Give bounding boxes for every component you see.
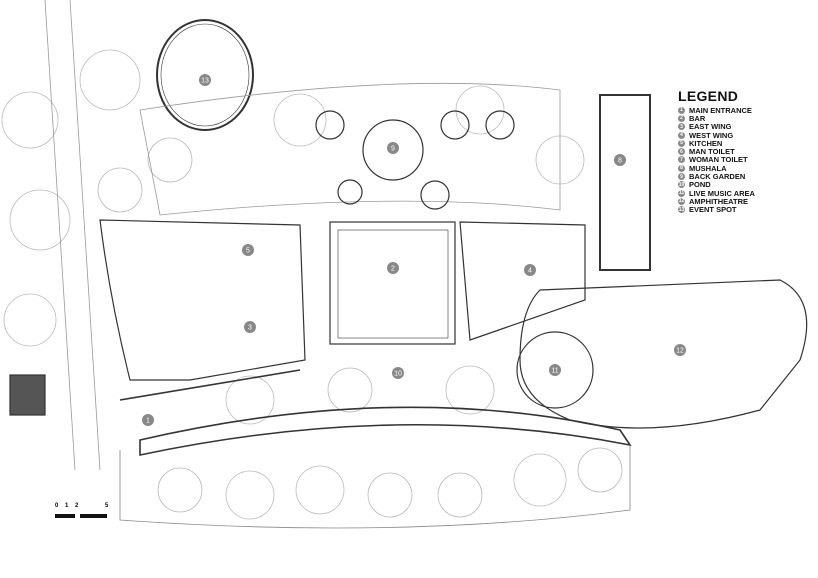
scale-tick: 0 bbox=[55, 503, 59, 509]
legend-number-icon: 12 bbox=[678, 197, 685, 205]
marker-label: 5 bbox=[246, 248, 250, 255]
legend-item: 9 BACK GARDEN bbox=[678, 172, 755, 182]
legend-number-icon: 11 bbox=[678, 189, 685, 197]
legend-number-icon: 4 bbox=[678, 131, 685, 139]
legend-item: 8 MUSHALA bbox=[678, 163, 755, 173]
marker-label: 1 bbox=[146, 418, 150, 425]
marker-label: 10 bbox=[394, 371, 402, 378]
legend-label: LIVE MUSIC AREA bbox=[689, 188, 755, 198]
legend-label: EVENT SPOT bbox=[689, 205, 737, 215]
legend-label: WEST WING bbox=[689, 130, 734, 140]
legend-item: 11 LIVE MUSIC AREA bbox=[678, 188, 755, 198]
legend-number-icon: 9 bbox=[678, 173, 685, 181]
legend-number-icon: 8 bbox=[678, 164, 685, 172]
legend: LEGEND 1 MAIN ENTRANCE 2 BAR 3 EAST WING 4 WEST… bbox=[678, 88, 755, 214]
scale-tick: 1 bbox=[65, 503, 69, 509]
marker-circle bbox=[549, 364, 561, 376]
legend-label: MAIN ENTRANCE bbox=[689, 105, 752, 115]
legend-item: 6 MAN TOILET bbox=[678, 147, 755, 157]
marker-label: 3 bbox=[248, 325, 252, 332]
legend-number-icon: 3 bbox=[678, 123, 685, 131]
legend-label: EAST WING bbox=[689, 122, 732, 132]
marker-circle bbox=[614, 154, 626, 166]
scale-segment bbox=[80, 514, 107, 518]
marker-circle bbox=[242, 244, 254, 256]
legend-number-icon: 13 bbox=[678, 206, 685, 214]
legend-item: 10 POND bbox=[678, 180, 755, 190]
scale-segment bbox=[55, 514, 75, 518]
marker-circle bbox=[674, 344, 686, 356]
marker-label: 9 bbox=[391, 146, 395, 153]
legend-number-icon: 6 bbox=[678, 148, 685, 156]
legend-label: POND bbox=[689, 180, 711, 190]
legend-label: WOMAN TOILET bbox=[689, 155, 748, 165]
marker-label: 11 bbox=[551, 368, 558, 375]
marker-circle bbox=[387, 142, 399, 154]
marker-label: 4 bbox=[528, 268, 532, 275]
building-outline bbox=[9, 0, 808, 529]
marker-circle bbox=[142, 414, 154, 426]
legend-number-icon: 2 bbox=[678, 114, 685, 122]
marker-label: 13 bbox=[201, 78, 209, 85]
marker-circle bbox=[244, 321, 256, 333]
scale-bar: 0 1 2 5 bbox=[55, 503, 115, 523]
legend-label: AMPHITHEATRE bbox=[689, 196, 749, 206]
marker-circle bbox=[524, 264, 536, 276]
legend-item: 1 MAIN ENTRANCE bbox=[678, 105, 755, 115]
legend-item: 2 BAR bbox=[678, 113, 755, 123]
trees bbox=[1, 49, 623, 520]
marker-circle bbox=[199, 74, 211, 86]
legend-number-icon: 5 bbox=[678, 139, 685, 147]
marker-circle bbox=[387, 262, 399, 274]
scale-tick: 2 bbox=[75, 503, 79, 509]
legend-item: 12 AMPHITHEATRE bbox=[678, 196, 755, 206]
legend-title: LEGEND bbox=[678, 88, 739, 104]
legend-item: 4 WEST WING bbox=[678, 130, 755, 140]
scale-tick: 5 bbox=[105, 503, 109, 509]
legend-number-icon: 10 bbox=[678, 181, 685, 189]
legend-label: KITCHEN bbox=[689, 138, 723, 148]
legend-label: MAN TOILET bbox=[689, 147, 735, 157]
legend-item: 7 WOMAN TOILET bbox=[678, 155, 755, 165]
marker-label: 12 bbox=[676, 348, 684, 355]
legend-label: MUSHALA bbox=[689, 163, 727, 173]
legend-item: 5 KITCHEN bbox=[678, 138, 755, 148]
legend-label: BACK GARDEN bbox=[689, 172, 746, 182]
marker-label: 8 bbox=[618, 158, 622, 165]
legend-number-icon: 7 bbox=[678, 156, 685, 164]
legend-item: 13 EVENT SPOT bbox=[678, 205, 755, 215]
legend-number-icon: 1 bbox=[678, 106, 685, 114]
legend-item: 3 EAST WING bbox=[678, 122, 755, 132]
marker-circle bbox=[392, 367, 404, 379]
marker-label: 2 bbox=[391, 266, 395, 273]
legend-label: BAR bbox=[689, 113, 706, 123]
